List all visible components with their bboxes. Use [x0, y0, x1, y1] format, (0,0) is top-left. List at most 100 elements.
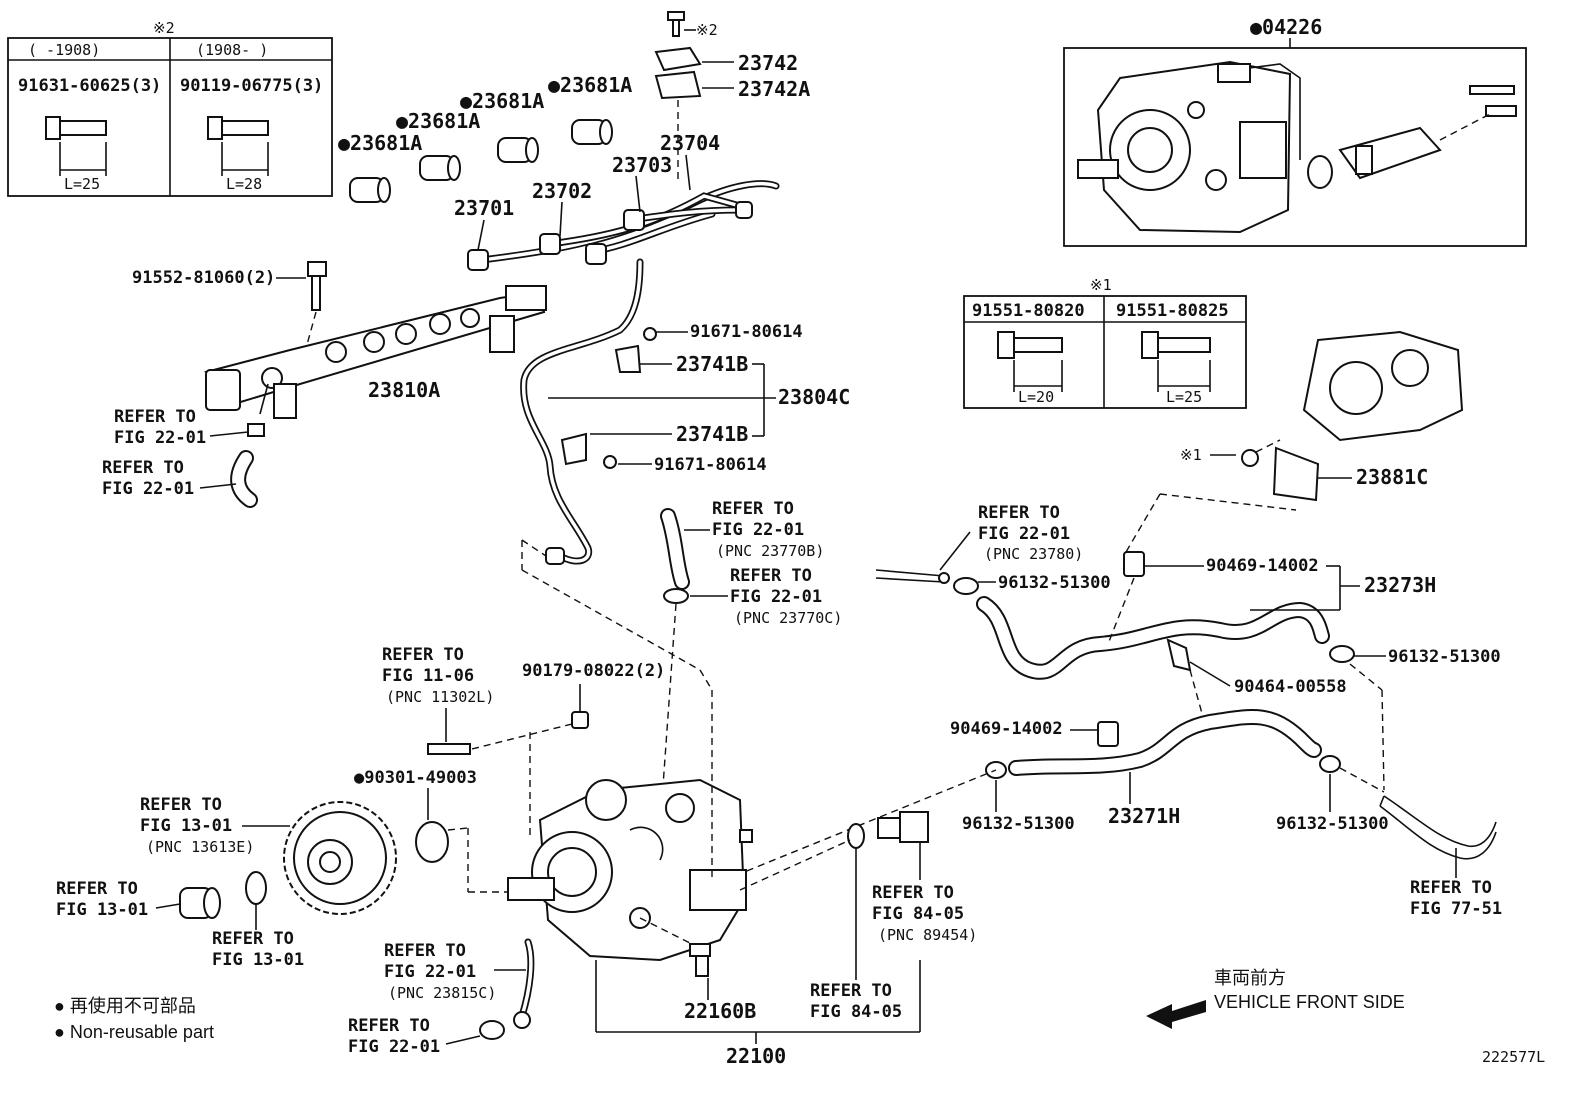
ref-1-a: REFER TO: [114, 407, 196, 427]
pipe-nut-icon: [467, 249, 489, 271]
label-22100: 22100: [726, 1044, 786, 1068]
ref-6-a: REFER TO: [382, 645, 464, 665]
clamp-upper-icon: [654, 46, 702, 72]
ref-12-b: FIG 84-05: [872, 904, 964, 924]
ref-11-b: FIG 22-01: [348, 1037, 440, 1057]
vehicle-front-indicator: 車両前方 VEHICLE FRONT SIDE: [1146, 968, 1405, 1029]
middle-ref-group: REFER TO FIG 22-01 (PNC 23770B) REFER TO…: [660, 499, 842, 801]
ref-11-a: REFER TO: [348, 1016, 430, 1036]
ref-14-a: REFER TO: [1410, 878, 1492, 898]
bolt-icon: [307, 261, 327, 277]
label-23741b-top: 23741B: [676, 352, 748, 376]
o-ring-icon: [245, 871, 267, 905]
table-x2-col1-part: 91631-60625(3): [18, 76, 161, 96]
lower-left-group: REFER TO FIG 11-06 (PNC 11302L) 90179-08…: [56, 645, 665, 970]
ref-12-c: (PNC 89454): [878, 926, 977, 944]
clamp-icon: [560, 432, 587, 466]
collar-icon: [571, 119, 613, 145]
ref-3-c: (PNC 23770B): [716, 542, 824, 560]
bolt-23742-group: ※2 23742 23742A: [654, 11, 810, 180]
table-x2-mark: ※2: [153, 19, 175, 37]
label-23804c: 23804C: [778, 385, 850, 409]
label-23742: 23742: [738, 51, 798, 75]
bolt-table-x2: ※2 ( -1908) (1908- ) 91631-60625(3) 9011…: [7, 19, 333, 197]
ref-9-b: FIG 13-01: [212, 950, 304, 970]
table-x2-col2-part: 90119-06775(3): [180, 76, 323, 96]
ref-10-b: FIG 22-01: [384, 962, 476, 982]
pipe-nut-icon: [623, 209, 645, 231]
collar-icon: [419, 155, 461, 181]
hose-23273h-group: REFER TO FIG 22-01 (PNC 23780) 96132-513…: [875, 503, 1501, 791]
timing-gear-icon: [283, 801, 397, 915]
label-90469-top: 90469-14002: [1206, 556, 1319, 576]
collar-icon: [497, 137, 539, 163]
fuel-pressure-sensor-icon: [877, 811, 929, 843]
label-23742a: 23742A: [738, 77, 810, 101]
stud-bolt-icon: [427, 743, 471, 755]
label-90179: 90179-08022(2): [522, 661, 665, 681]
ref-8-b: FIG 13-01: [56, 900, 148, 920]
label-23810a: 23810A: [368, 378, 440, 402]
diagram-code: 222577L: [1482, 1048, 1545, 1066]
screw-icon: [1485, 105, 1517, 117]
hose-clamp-icon: [1329, 645, 1355, 663]
ref-13-b: FIG 84-05: [810, 1002, 902, 1022]
flange-bolt-icon: [997, 331, 1063, 392]
clip-icon: [247, 423, 265, 437]
supply-pump-icon: [507, 778, 753, 962]
ref-4-c: (PNC 23770C): [734, 609, 842, 627]
pipe-nut-icon: [513, 1011, 531, 1029]
flange-bolt-icon: [207, 116, 269, 176]
bolt-22160b-icon: [689, 943, 711, 977]
collar-icon: [349, 177, 391, 203]
common-rail-group: 91552-81060(2) 23810A REFER TO FIG 22-01…: [102, 261, 547, 508]
ref-3-a: REFER TO: [712, 499, 794, 519]
table-x2-col2-len: L=28: [226, 175, 262, 193]
ref-9-a: REFER TO: [212, 929, 294, 949]
arrow-left-icon: [1146, 1000, 1206, 1029]
ref-1-b: FIG 22-01: [114, 428, 206, 448]
label-22160b: 22160B: [684, 999, 756, 1023]
label-23681a-4: ●23681A: [548, 73, 632, 97]
flange-bolt-icon: [45, 116, 107, 176]
suction-control-valve-icon: [1338, 126, 1442, 180]
label-90301: ●90301-49003: [354, 768, 477, 788]
label-96132-1: 96132-51300: [998, 573, 1111, 593]
pipe-nut-icon: [735, 201, 753, 219]
table-x2-col1-len: L=25: [64, 175, 100, 193]
ref-6-c: (PNC 11302L): [386, 688, 494, 706]
clip-icon: [663, 588, 689, 604]
label-23881c: 23881C: [1356, 465, 1428, 489]
label-23681a-3: ●23681A: [460, 89, 544, 113]
pipe-nut-icon: [585, 243, 607, 265]
gasket-icon: [479, 1020, 505, 1040]
direction-jp: 車両前方: [1214, 968, 1286, 988]
bolt-icon: [1241, 449, 1259, 467]
nut-icon: [571, 711, 589, 729]
sensor-group: REFER TO FIG 84-05 (PNC 89454) REFER TO …: [739, 811, 977, 1022]
label-96132-4: 96132-51300: [1276, 814, 1389, 834]
legend-en: ● Non-reusable part: [54, 1022, 214, 1042]
pipe-nut-icon: [539, 233, 561, 255]
label-23741b-bot: 23741B: [676, 422, 748, 446]
mark-x1-bolt: ※1: [1180, 446, 1202, 464]
ref-13-a: REFER TO: [810, 981, 892, 1001]
label-91671-bot: 91671-80614: [654, 455, 767, 475]
bolt-table-x1: ※1 91551-80820 91551-80825 L=20 L=25: [963, 276, 1247, 409]
label-23703: 23703: [612, 153, 672, 177]
bracket-icon: [1272, 446, 1320, 502]
ref-10-a: REFER TO: [384, 941, 466, 961]
table-x2-col1-head: ( -1908): [28, 41, 100, 59]
ref-4-a: REFER TO: [730, 566, 812, 586]
label-23681a-1: ●23681A: [338, 131, 422, 155]
ref-2-a: REFER TO: [102, 458, 184, 478]
ref-4-b: FIG 22-01: [730, 587, 822, 607]
hose-clamp-icon: [953, 577, 979, 595]
label-96132-3: 96132-51300: [962, 814, 1075, 834]
ref-6-b: FIG 11-06: [382, 666, 474, 686]
o-ring-icon: [1307, 155, 1333, 189]
ref-8-a: REFER TO: [56, 879, 138, 899]
bracket-23881c-group: 23881C ※1: [1125, 330, 1464, 553]
table-x1-mark: ※1: [1090, 276, 1112, 294]
ref-5-c: (PNC 23780): [984, 545, 1083, 563]
